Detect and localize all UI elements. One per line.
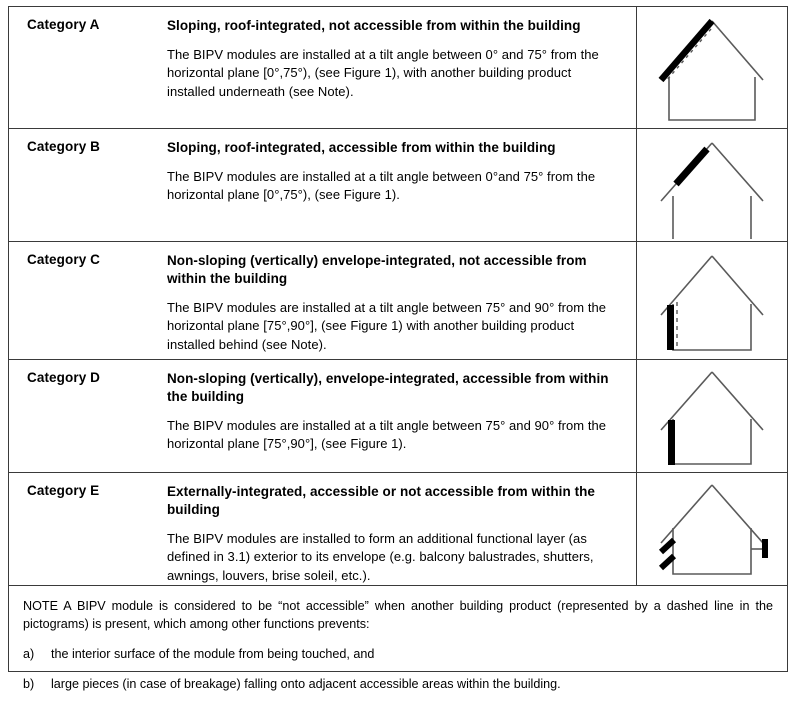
category-body-b: The BIPV modules are installed at a tilt…: [167, 168, 596, 203]
pictogram-cell-a: [637, 7, 787, 128]
category-label-d: Category D: [27, 370, 101, 385]
bipv-category-table-page: Category A Sloping, roof-integrated, not…: [8, 6, 788, 691]
category-description-cell-b: Sloping, roof-integrated, accessible fro…: [157, 129, 637, 241]
category-title-b: Sloping, roof-integrated, accessible fro…: [167, 140, 556, 155]
table-row-category-c: Category C Non-sloping (vertically) enve…: [9, 242, 787, 360]
category-label-cell-a: Category A: [9, 7, 157, 128]
pictogram-cell-b: [637, 129, 787, 241]
category-description-cell-e: Externally-integrated, accessible or not…: [157, 473, 637, 585]
house-sloping-roof-integrated-not-accessible-icon: [658, 18, 764, 121]
note-paragraph: NOTE A BIPV module is considered to be “…: [23, 599, 773, 631]
category-title-d: Non-sloping (vertically), envelope-integ…: [167, 371, 609, 404]
category-label-cell-c: Category C: [9, 242, 157, 359]
category-label-e: Category E: [27, 483, 100, 498]
category-description-cell-d: Non-sloping (vertically), envelope-integ…: [157, 360, 637, 472]
note-marker-b: b): [23, 676, 35, 691]
table-row-category-d: Category D Non-sloping (vertically), env…: [9, 360, 787, 473]
category-table: Category A Sloping, roof-integrated, not…: [8, 6, 788, 691]
category-title-a: Sloping, roof-integrated, not accessible…: [167, 18, 581, 33]
note-block: NOTE A BIPV module is considered to be “…: [9, 586, 787, 704]
house-sloping-roof-integrated-accessible-icon: [660, 142, 764, 239]
category-label-cell-e: Category E: [9, 473, 157, 585]
category-title-c: Non-sloping (vertically) envelope-integr…: [167, 253, 587, 286]
note-text-b: large pieces (in case of breakage) falli…: [51, 676, 561, 691]
category-body-d: The BIPV modules are installed at a tilt…: [167, 417, 607, 452]
category-label-a: Category A: [27, 17, 100, 32]
category-body-c: The BIPV modules are installed at a tilt…: [167, 299, 607, 352]
category-label-c: Category C: [27, 252, 101, 267]
category-body-a: The BIPV modules are installed at a tilt…: [167, 46, 599, 99]
table-row-category-b: Category B Sloping, roof-integrated, acc…: [9, 129, 787, 242]
category-label-cell-d: Category D: [9, 360, 157, 472]
pictogram-cell-e: [637, 473, 787, 585]
note-item-a: a) the interior surface of the module fr…: [23, 646, 773, 664]
pictogram-cell-d: [637, 360, 787, 472]
note-item-b: b) large pieces (in case of breakage) fa…: [23, 676, 773, 694]
category-description-cell-a: Sloping, roof-integrated, not accessible…: [157, 7, 637, 128]
note-marker-a: a): [23, 646, 35, 661]
house-vertical-envelope-integrated-not-accessible-icon: [660, 255, 764, 351]
category-body-e: The BIPV modules are installed to form a…: [167, 530, 594, 583]
category-label-cell-b: Category B: [9, 129, 157, 241]
pictogram-cell-c: [637, 242, 787, 359]
category-title-e: Externally-integrated, accessible or not…: [167, 484, 595, 517]
house-vertical-envelope-integrated-accessible-icon: [660, 371, 764, 465]
note-text-a: the interior surface of the module from …: [51, 646, 375, 661]
table-row-category-e: Category E Externally-integrated, access…: [9, 473, 787, 586]
category-description-cell-c: Non-sloping (vertically) envelope-integr…: [157, 242, 637, 359]
category-label-b: Category B: [27, 139, 101, 154]
table-row-category-a: Category A Sloping, roof-integrated, not…: [9, 7, 787, 129]
house-externally-integrated-icon: [658, 484, 768, 575]
